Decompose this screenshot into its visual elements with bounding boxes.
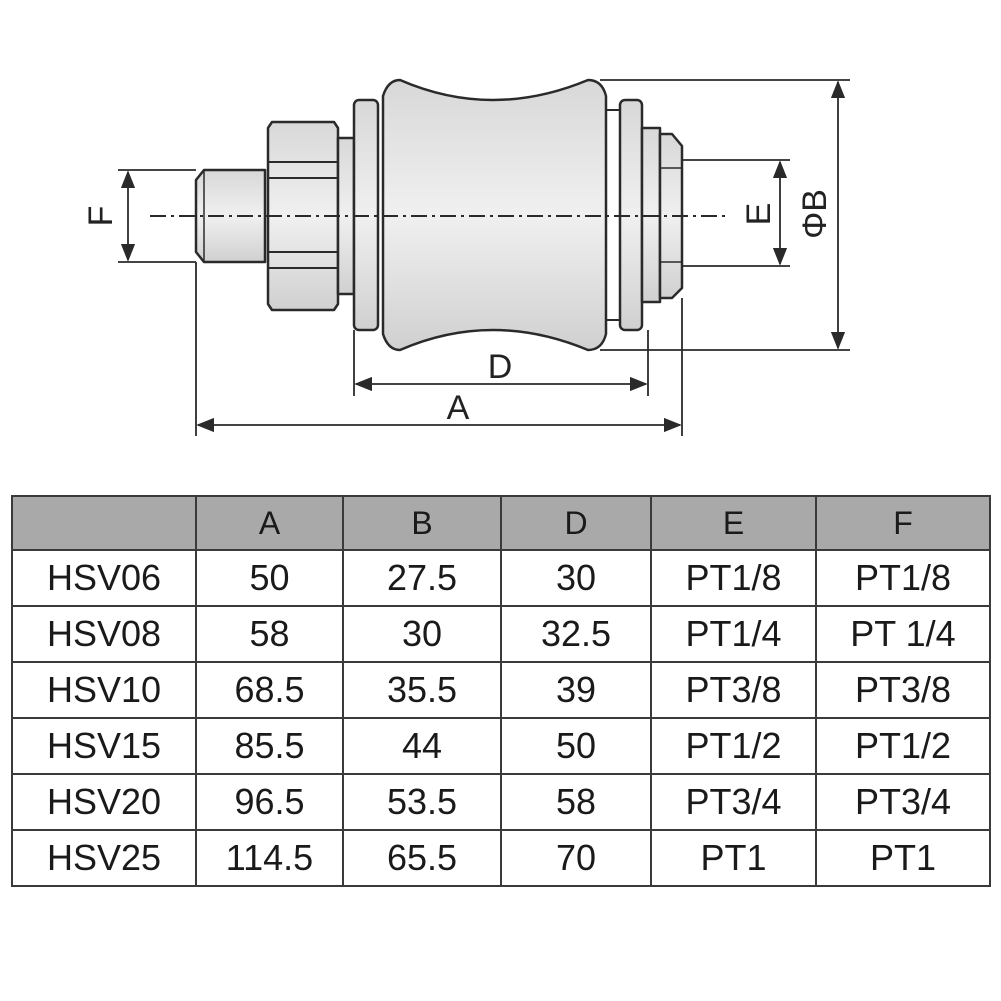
table-cell: 44	[342, 717, 502, 775]
table-cell: PT1/4	[650, 605, 817, 663]
table-header-cell	[11, 495, 197, 551]
dimension-a	[195, 262, 683, 436]
table-cell: 70	[500, 829, 652, 887]
table-cell: PT3/8	[650, 661, 817, 719]
dimension-b-label: ΦB	[796, 189, 834, 239]
table-cell: PT1	[815, 829, 991, 887]
dimension-e	[682, 159, 790, 267]
right-thread	[658, 132, 684, 300]
table-cell: PT1/2	[815, 717, 991, 775]
table-cell: HSV10	[11, 661, 197, 719]
table-row: HSV08 58 30 32.5 PT1/4 PT 1/4	[11, 605, 991, 663]
table-header-cell: E	[650, 495, 817, 551]
table-cell: PT1	[650, 829, 817, 887]
table-cell: 27.5	[342, 549, 502, 607]
table-cell: HSV06	[11, 549, 197, 607]
table-cell: 50	[195, 549, 344, 607]
table-header-cell: F	[815, 495, 991, 551]
table-header-cell: D	[500, 495, 652, 551]
table-cell: HSV20	[11, 773, 197, 831]
table-row: HSV10 68.5 35.5 39 PT3/8 PT3/8	[11, 661, 991, 719]
table-header-row: A B D E F	[11, 495, 991, 551]
table-cell: 30	[342, 605, 502, 663]
table-header-cell: B	[342, 495, 502, 551]
dimension-f-label: F	[82, 206, 120, 227]
dimension-f	[118, 169, 196, 263]
table-header-cell: A	[195, 495, 344, 551]
dimension-e-label: E	[740, 203, 778, 226]
table-cell: HSV08	[11, 605, 197, 663]
table-cell: 50	[500, 717, 652, 775]
dimension-d	[353, 330, 649, 396]
table-cell: PT3/8	[815, 661, 991, 719]
table-cell: 58	[195, 605, 344, 663]
table-cell: HSV25	[11, 829, 197, 887]
table-cell: 114.5	[195, 829, 344, 887]
table-cell: HSV15	[11, 717, 197, 775]
table-cell: 39	[500, 661, 652, 719]
table-cell: PT3/4	[650, 773, 817, 831]
table-row: HSV15 85.5 44 50 PT1/2 PT1/2	[11, 717, 991, 775]
table-row: HSV06 50 27.5 30 PT1/8 PT1/8	[11, 549, 991, 607]
table-cell: PT3/4	[815, 773, 991, 831]
spool-body	[381, 78, 608, 352]
dimension-d-label: D	[488, 348, 513, 386]
table-cell: PT1/8	[650, 549, 817, 607]
table-row: HSV20 96.5 53.5 58 PT3/4 PT3/4	[11, 773, 991, 831]
technical-drawing: F E ΦB D A	[82, 78, 850, 436]
spec-table: A B D E F HSV06 50 27.5 30 PT1/8 PT1/8 H…	[11, 495, 991, 887]
table-cell: 58	[500, 773, 652, 831]
table-cell: 68.5	[195, 661, 344, 719]
table-cell: PT1/8	[815, 549, 991, 607]
table-cell: 32.5	[500, 605, 652, 663]
table-cell: 53.5	[342, 773, 502, 831]
table-cell: 85.5	[195, 717, 344, 775]
table-cell: 30	[500, 549, 652, 607]
table-cell: 96.5	[195, 773, 344, 831]
table-cell: PT1/2	[650, 717, 817, 775]
table-cell: PT 1/4	[815, 605, 991, 663]
table-cell: 35.5	[342, 661, 502, 719]
dimension-b	[600, 79, 850, 351]
table-row: HSV25 114.5 65.5 70 PT1 PT1	[11, 829, 991, 887]
table-cell: 65.5	[342, 829, 502, 887]
dimension-a-label: A	[447, 389, 470, 427]
